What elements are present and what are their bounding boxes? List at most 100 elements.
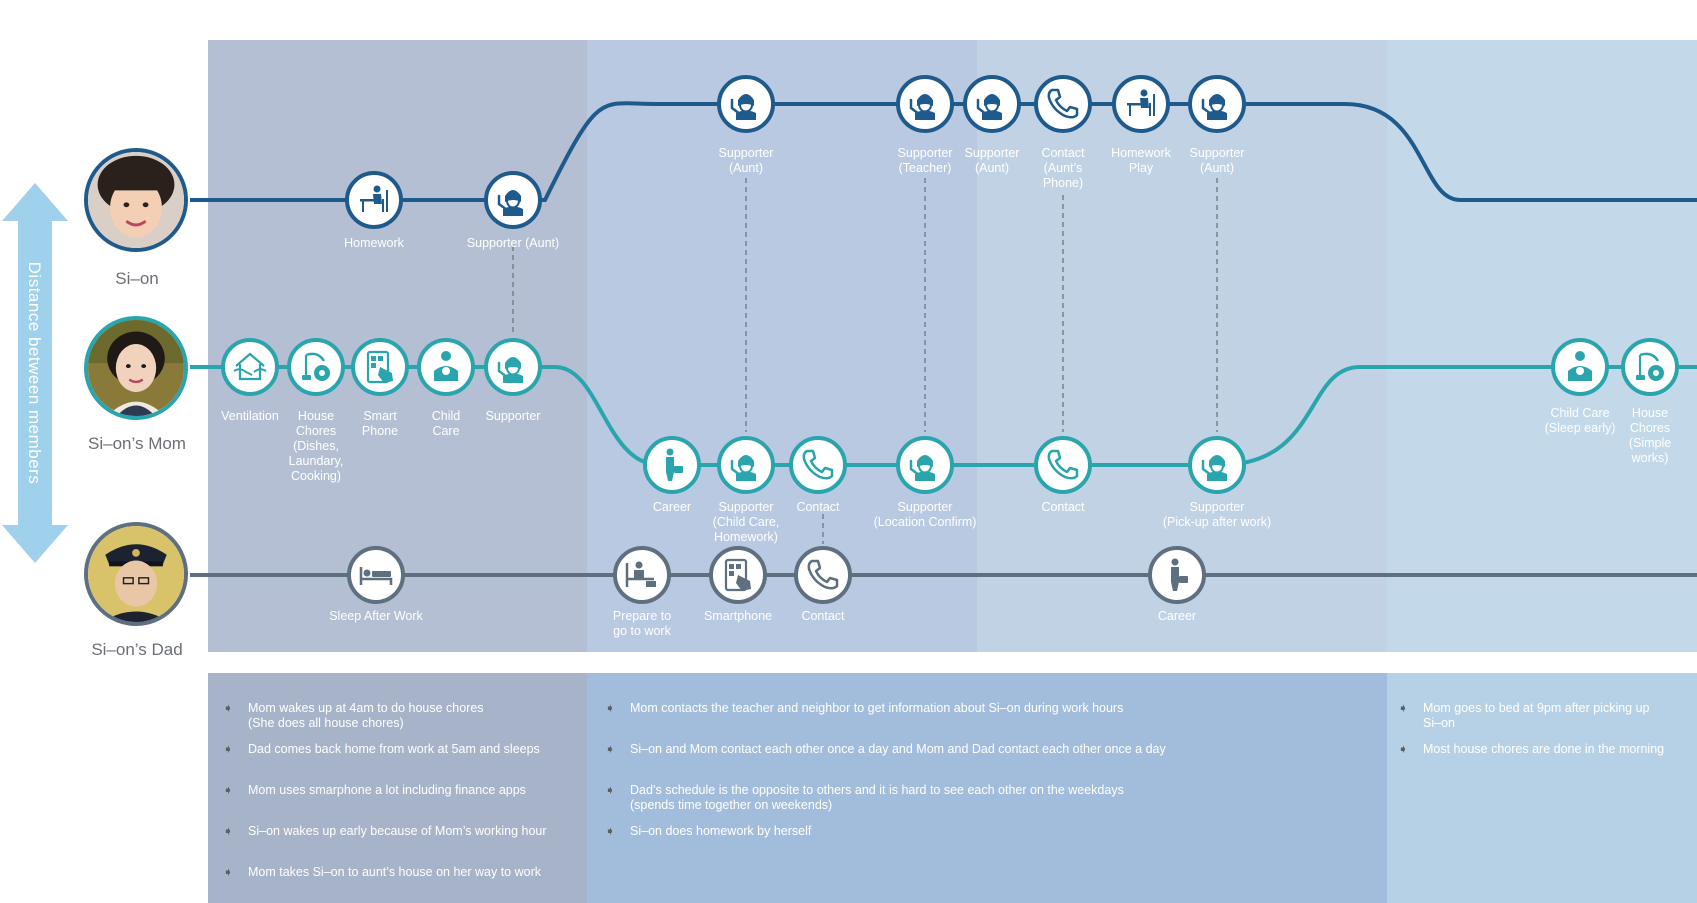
activity-node [1034, 75, 1092, 133]
supporter-icon [907, 86, 943, 122]
phase-label: Dinner Time [1133, 2, 1231, 22]
phone-icon [1045, 86, 1081, 122]
activity-label: Supporter (Aunt) [718, 146, 774, 175]
vacuum-icon [298, 349, 334, 385]
sion-timeline-line [190, 101, 1697, 202]
phase-label: Evening [1509, 2, 1575, 22]
activity-label: Sleep After Work [329, 609, 423, 623]
house-ventilation-icon [232, 349, 268, 385]
activity-label: House Chores (Simple works) [1628, 406, 1672, 465]
avatar-mom [84, 316, 188, 420]
observation-note: Dad comes back home from work at 5am and… [223, 742, 540, 757]
activity-node [643, 436, 701, 494]
activity-label: Contact [796, 500, 840, 514]
activity-label: House Chores (Dishes, Laundary, Cooking) [288, 409, 344, 483]
career-icon [654, 447, 690, 483]
bed-icon [358, 557, 394, 593]
phone-icon [805, 557, 841, 593]
supporter-icon [495, 182, 531, 218]
member-name-mom: Si–on’s Mom [88, 434, 186, 453]
activity-node [1621, 338, 1679, 396]
smartphone-icon [362, 349, 398, 385]
activity-node [794, 546, 852, 604]
phase-header-morning: Morning [208, 0, 587, 24]
activity-label: Supporter [485, 409, 541, 423]
supporter-icon [728, 86, 764, 122]
activity-node [1148, 546, 1206, 604]
desk-study-icon [1123, 86, 1159, 122]
activity-label: Smart Phone [361, 409, 399, 438]
activity-label: Contact [1041, 500, 1085, 514]
activity-node [1551, 338, 1609, 396]
activity-label: Supporter (Pick-up after work) [1162, 500, 1272, 529]
member-name-sion: Si–on [115, 269, 159, 288]
phone-icon [1045, 447, 1081, 483]
activity-node [345, 171, 403, 229]
supporter-icon [974, 86, 1010, 122]
activity-node [287, 338, 345, 396]
prepare-work-icon [624, 557, 660, 593]
distance-arrow [2, 183, 68, 563]
activity-label: Child Care (Sleep early) [1544, 406, 1616, 435]
activity-label: Contact [801, 609, 845, 623]
child-care-icon [428, 349, 464, 385]
desk-study-icon [356, 182, 392, 218]
observation-note: Mom uses smarphone a lot including finan… [223, 783, 526, 798]
avatar-sion [84, 148, 188, 252]
activity-node [484, 171, 542, 229]
phone-icon [800, 447, 836, 483]
observation-note: Mom takes Si–on to aunt’s house on her w… [223, 865, 541, 880]
activity-label: Supporter (Location Confirm) [873, 500, 977, 529]
phase-label: Work Hours [734, 2, 830, 22]
supporter-icon [728, 447, 764, 483]
observation-note: Si–on wakes up early because of Mom’s wo… [223, 824, 547, 839]
activity-node [896, 75, 954, 133]
activity-node [717, 75, 775, 133]
activity-node [1034, 436, 1092, 494]
phase-header-work-hours: Work Hours [587, 0, 977, 24]
activity-label: Homework Play [1111, 146, 1171, 175]
observation-note: Mom contacts the teacher and neighbor to… [605, 701, 1123, 716]
observation-note: Mom goes to bed at 9pm after picking up … [1398, 701, 1650, 731]
activity-node [351, 338, 409, 396]
activity-label: Career [652, 500, 692, 514]
vacuum-icon [1632, 349, 1668, 385]
activity-node [717, 436, 775, 494]
member-name-dad: Si–on’s Dad [91, 640, 183, 659]
activity-node [221, 338, 279, 396]
activity-label: Prepare to go to work [612, 609, 672, 638]
activity-label: Ventilation [221, 409, 279, 423]
phase-header-evening: Evening [1387, 0, 1697, 24]
observation-note: Most house chores are done in the mornin… [1398, 742, 1664, 757]
child-care-icon [1562, 349, 1598, 385]
phase-header-dinner-time: Dinner Time [977, 0, 1387, 24]
activity-label: Smartphone [703, 609, 773, 623]
supporter-icon [1199, 86, 1235, 122]
activity-node [1188, 75, 1246, 133]
activity-label: Supporter (Aunt) [1189, 146, 1245, 175]
supporter-icon [1199, 447, 1235, 483]
activity-label: Homework [344, 236, 404, 250]
activity-node [613, 546, 671, 604]
observation-note: Dad’s schedule is the opposite to others… [605, 783, 1124, 813]
smartphone-icon [720, 557, 756, 593]
activity-node [789, 436, 847, 494]
supporter-icon [495, 349, 531, 385]
career-icon [1159, 557, 1195, 593]
activity-label: Supporter (Child Care, Homework) [712, 500, 780, 544]
activity-node [417, 338, 475, 396]
activity-label: Supporter (Teacher) [897, 146, 953, 175]
observation-note: Mom wakes up at 4am to do house chores (… [223, 701, 484, 731]
activity-label: Career [1157, 609, 1197, 623]
activity-node [709, 546, 767, 604]
supporter-icon [907, 447, 943, 483]
phase-label: Morning [364, 2, 431, 22]
connector-lines [512, 178, 1218, 544]
activity-node [963, 75, 1021, 133]
avatar-dad [84, 522, 188, 626]
activity-node [1188, 436, 1246, 494]
activity-label: Contact (Aunt’s Phone) [1041, 146, 1085, 190]
activity-node [484, 338, 542, 396]
observation-note: Si–on does homework by herself [605, 824, 811, 839]
